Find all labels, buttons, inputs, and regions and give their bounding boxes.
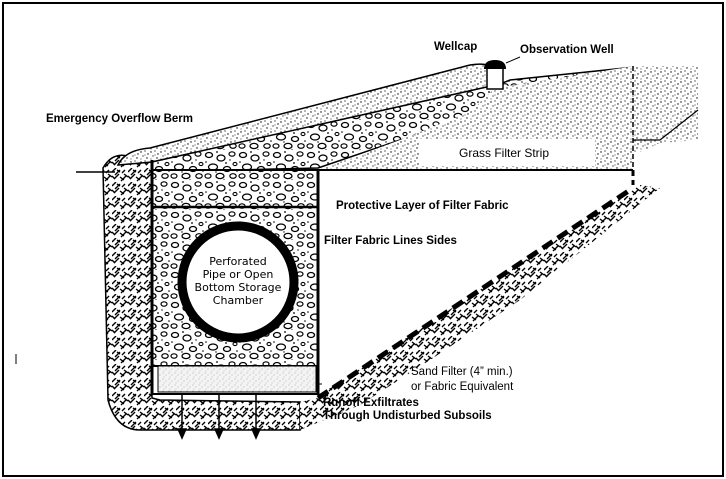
wellcap-shape [484,60,506,69]
observation-well [486,66,504,90]
grass-filter-strip-label: Grass Filter Strip [459,146,550,160]
pipe-label: Perforated Pipe or Open Bottom Storage C… [184,255,292,307]
right-soil-wall [300,185,660,430]
pipe-label-line-3: Bottom Storage [194,281,282,294]
protective-layer-label: Protective Layer of Filter Fabric [336,200,509,212]
observation-well-label: Observation Well [520,44,614,56]
emergency-overflow-berm-label: Emergency Overflow Berm [46,113,194,125]
filter-fabric-sides-label: Filter Fabric Lines Sides [324,235,457,247]
runoff-label-line-1: Runoff Exfiltrates [323,397,419,409]
exfiltration-arrows [176,394,262,440]
pipe-label-line-1: Perforated [209,255,267,268]
perforated-pipe [177,221,299,343]
runoff-label-line-2: Through Undisturbed Subsoils [323,410,492,422]
sand-filter-layer [157,365,317,393]
wellcap-label: Wellcap [434,41,478,53]
pipe-label-line-4: Chamber [212,294,264,307]
grass-strip-label-box [420,139,595,166]
pipe-label-line-2: Pipe or Open [202,268,274,281]
sand-filter-label-line-1: Sand Filter (4” min.) [411,366,513,378]
left-soil-wall [102,154,301,431]
trench-side-fabric-dash [316,187,632,401]
sand-filter-label-line-2: or Fabric Equivalent [411,381,514,393]
grass-strip-fill [318,66,698,170]
